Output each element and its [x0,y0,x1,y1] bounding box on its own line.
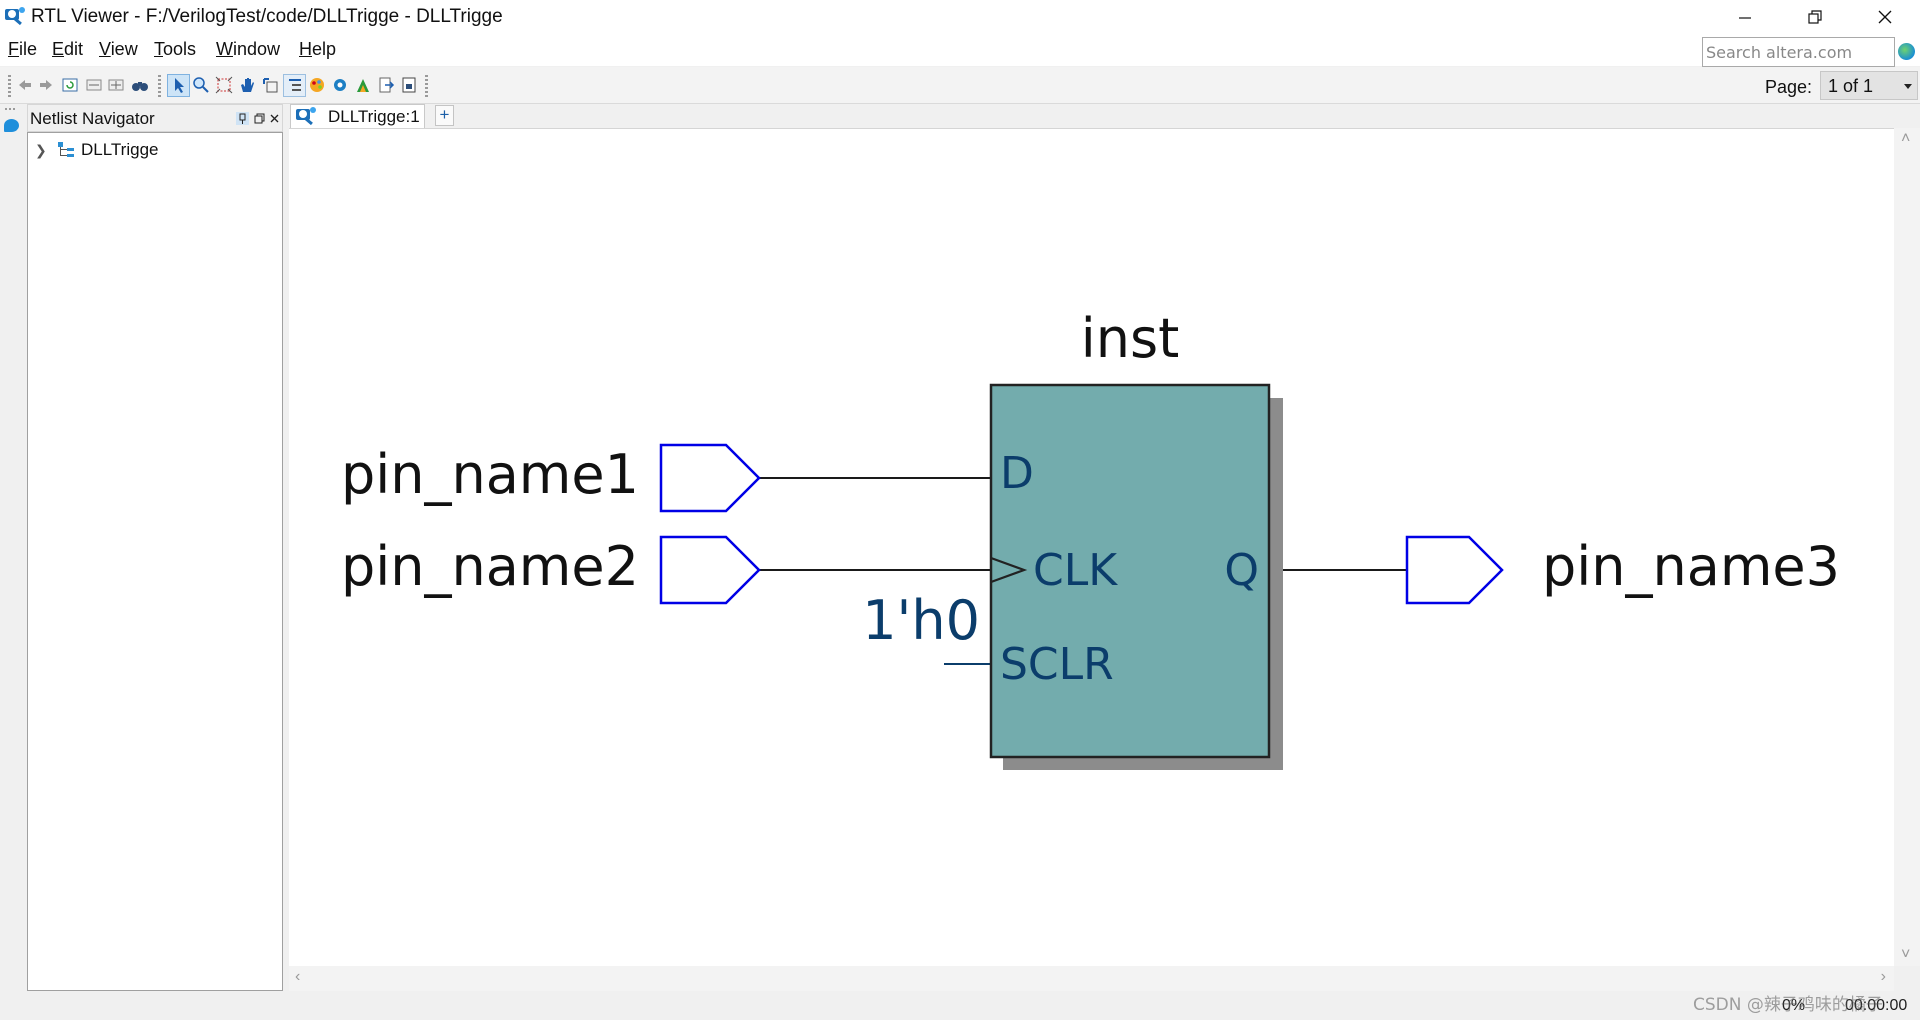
toolbar-grip[interactable] [425,75,428,97]
title-bar: RTL Viewer - F:/VerilogTest/code/DLLTrig… [0,0,1920,34]
select-pointer-icon[interactable] [170,76,188,94]
palette-icon[interactable] [308,76,326,94]
dock-grip[interactable] [5,108,17,110]
menu-tools[interactable]: Tools [154,39,197,59]
pin-icon[interactable] [236,112,249,125]
netlist-tree: ❯ DLLTrigge [27,132,283,991]
menu-edit[interactable]: Edit [52,39,84,59]
menu-window[interactable]: Window [216,39,281,59]
zoom-icon[interactable] [192,76,210,94]
collapse-icon[interactable] [85,76,103,94]
chevron-down-icon [1904,84,1912,89]
chat-icon[interactable] [4,119,19,132]
page-label: Page: [1765,77,1813,97]
search-input[interactable]: Search altera.com [1702,37,1895,67]
float-icon[interactable] [253,112,266,125]
document-tab-bar: DLLTrigge:1 + [288,104,1920,128]
port-label-sclr: SCLR [1000,639,1114,690]
constant-value: 1'h0 [862,589,980,652]
menu-file[interactable]: File [8,39,38,59]
tab-dlltrigge[interactable]: DLLTrigge:1 [290,104,425,128]
forward-icon[interactable] [37,76,55,94]
horizontal-scrollbar[interactable]: ‹ › [289,966,1894,991]
output-pin-label: pin_name3 [1542,535,1840,598]
rtl-viewer-app-icon [5,7,25,26]
scroll-left-icon[interactable]: ‹ [295,968,301,985]
close-icon [1878,10,1892,24]
menu-bar: File Edit View Tools Window Help [0,34,1920,66]
netlist-navigator-header: Netlist Navigator [27,104,283,132]
filter-icon[interactable] [354,76,372,94]
fit-icon[interactable] [215,76,233,94]
window-title: RTL Viewer - F:/VerilogTest/code/DLLTrig… [31,6,503,27]
restore-button[interactable] [1780,0,1850,34]
input-pin-shape[interactable] [659,443,761,513]
port-label-d: D [1000,448,1034,499]
binoculars-icon[interactable] [131,76,149,94]
schematic-svg: pin_name1 pin_name2 inst D CLK SCLR Q 1'… [341,307,1840,770]
list-icon[interactable] [286,76,304,94]
port-label-q: Q [1224,545,1259,596]
input-pin-label: pin_name1 [341,443,639,506]
back-icon[interactable] [16,76,34,94]
restore-icon [1808,10,1822,24]
rtl-viewer-icon [296,107,316,126]
close-icon[interactable] [268,112,281,125]
globe-icon[interactable] [1898,43,1915,60]
progress-percent: 0% [1782,997,1806,1014]
vertical-scrollbar[interactable]: ˄ ˅ [1894,128,1920,966]
tree-item-label: DLLTrigge [81,140,159,159]
clock-marker-icon [990,556,1028,584]
page-select-value: 1 of 1 [1828,76,1874,96]
hierarchy-icon [58,142,74,157]
elapsed-time: 00:00:00 [1845,997,1908,1014]
expand-icon[interactable] [107,76,125,94]
output-pin-shape[interactable] [1405,535,1504,605]
settings-icon[interactable] [331,76,349,94]
scroll-down-icon[interactable]: ˅ [1901,946,1911,963]
page-select[interactable]: 1 of 1 [1820,71,1918,100]
toolbar-grip[interactable] [158,75,161,97]
input-pin-label: pin_name2 [341,535,639,598]
scroll-up-icon[interactable]: ˄ [1901,130,1911,147]
toolbar: Page: 1 of 1 [0,67,1920,104]
status-bar: 0% 00:00:00 [0,991,1920,1020]
minimize-button[interactable] [1710,0,1780,34]
netlist-navigator-panel: Netlist Navigator ❯ DLLTrigge [27,104,283,991]
menu-help[interactable]: Help [299,39,337,59]
watermark-text: CSDN @辣子鸡味的橘子 [1693,995,1883,1015]
minimize-icon [1739,17,1751,19]
region-icon[interactable] [261,76,279,94]
schematic-canvas[interactable]: pin_name1 pin_name2 inst D CLK SCLR Q 1'… [289,128,1894,966]
add-tab-button[interactable]: + [435,105,454,126]
refresh-icon[interactable] [61,76,79,94]
menu-view[interactable]: View [99,39,138,59]
export-icon[interactable] [377,76,395,94]
scroll-right-icon[interactable]: › [1880,968,1886,985]
port-label-clk: CLK [1033,545,1118,596]
left-dock-strip [0,104,22,1020]
toolbar-grip[interactable] [8,75,11,97]
tab-label: DLLTrigge:1 [328,107,420,126]
close-button[interactable] [1850,0,1920,34]
page-icon[interactable] [400,76,418,94]
instance-name: inst [1081,307,1180,370]
hand-icon[interactable] [238,76,256,94]
dff-instance[interactable] [989,383,1271,759]
panel-title: Netlist Navigator [30,109,155,128]
chevron-right-icon[interactable]: ❯ [35,142,47,158]
input-pin-shape[interactable] [659,535,761,605]
